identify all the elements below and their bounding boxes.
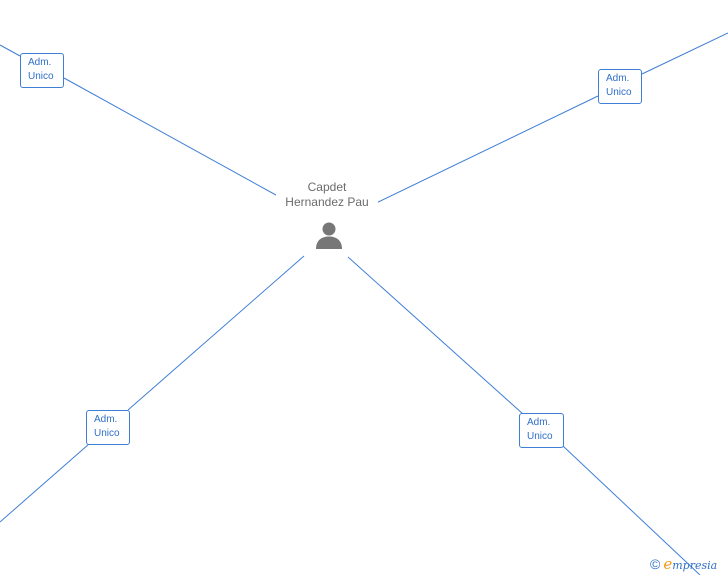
edge-to-top-left-role [0, 44, 21, 57]
copyright-icon: © [650, 556, 661, 572]
role-label-line1: Adm. [527, 417, 551, 428]
center-name-line2: Hernandez Pau [285, 195, 369, 209]
role-label-line2: Unico [606, 87, 632, 98]
role-label-line1: Adm. [94, 414, 118, 425]
edge-from-bottom-left-role [0, 443, 90, 523]
role-label-line2: Unico [28, 71, 54, 82]
edge-top-right-role-to-center [371, 95, 599, 206]
brand-initial: e [663, 555, 673, 573]
center-person-name[interactable]: Capdet Hernandez Pau [276, 180, 378, 210]
empresia-watermark: ©empresia [650, 555, 728, 573]
center-name-line1: Capdet [307, 180, 347, 194]
person-icon[interactable] [314, 220, 344, 250]
role-box-adm-unico-top-left[interactable]: Adm. Unico [20, 53, 64, 88]
role-box-adm-unico-top-right[interactable]: Adm. Unico [598, 69, 642, 104]
edge-top-left-role-to-center [63, 77, 286, 201]
role-label-line2: Unico [94, 428, 120, 439]
role-box-adm-unico-bottom-left[interactable]: Adm. Unico [86, 410, 130, 445]
edge-from-bottom-right-role [562, 445, 701, 575]
role-label-line2: Unico [527, 431, 553, 442]
role-label-line1: Adm. [28, 57, 52, 68]
brand-name-rest: mpresia [672, 559, 718, 572]
role-box-adm-unico-bottom-right[interactable]: Adm. Unico [519, 413, 564, 448]
edge-center-to-bottom-left-role [127, 255, 305, 411]
edge-center-to-bottom-right-role [347, 256, 524, 415]
role-label-line1: Adm. [606, 73, 630, 84]
edge-to-top-right-role [641, 32, 728, 75]
